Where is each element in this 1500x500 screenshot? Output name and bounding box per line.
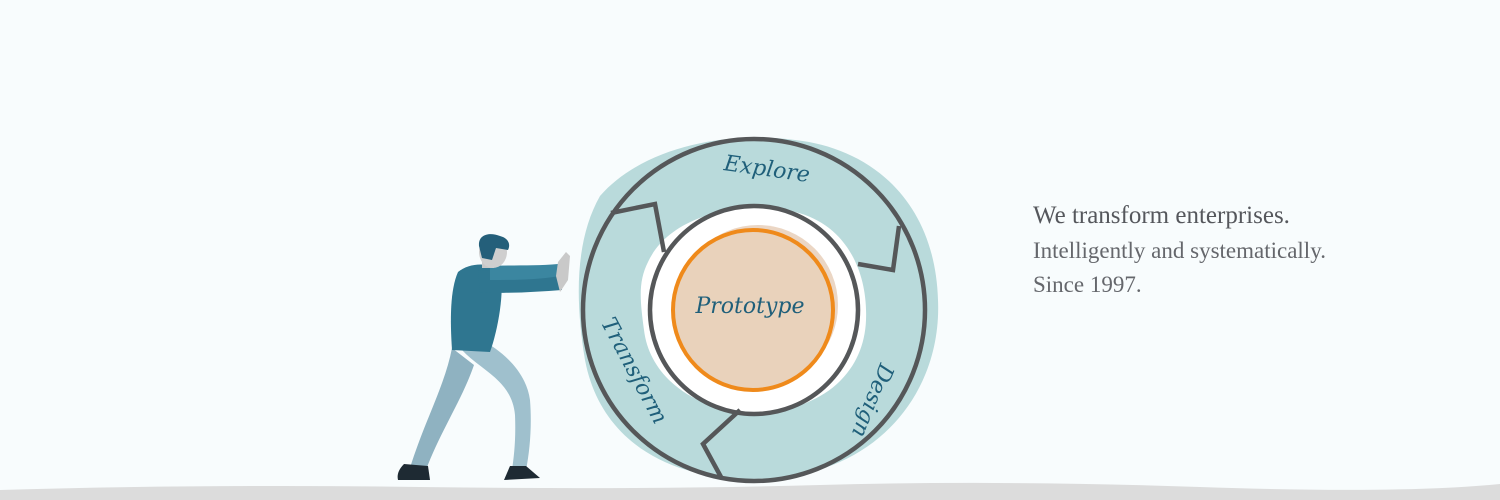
- tagline-line-1: Intelligently and systematically.: [1033, 238, 1326, 263]
- tagline-line-2: Since 1997.: [1033, 272, 1142, 297]
- separator-design-transform: [700, 408, 742, 479]
- inner-ring: [647, 203, 861, 417]
- person-arm-back: [490, 264, 560, 280]
- outer-ring: [580, 136, 928, 484]
- person-front-shoe: [504, 466, 540, 480]
- tagline-headline: We transform enterprises.: [1033, 202, 1290, 229]
- person-back-leg: [410, 348, 474, 470]
- separator-explore-transform: [610, 201, 667, 253]
- core-circle: [671, 228, 835, 392]
- person-pushing-figure: [397, 234, 570, 480]
- tagline-block: We transform enterprises. Intelligently …: [1033, 198, 1473, 302]
- person-back-shoe: [397, 464, 430, 480]
- center-label: Prototype: [694, 294, 804, 319]
- person-hand: [556, 252, 570, 292]
- person-front-leg: [462, 340, 531, 470]
- development-cycle-diagram: Prototype Explore Design Transform: [578, 136, 939, 484]
- separator-explore-design: [857, 225, 902, 273]
- person-hair: [478, 234, 510, 260]
- ground-strip: [0, 482, 1500, 500]
